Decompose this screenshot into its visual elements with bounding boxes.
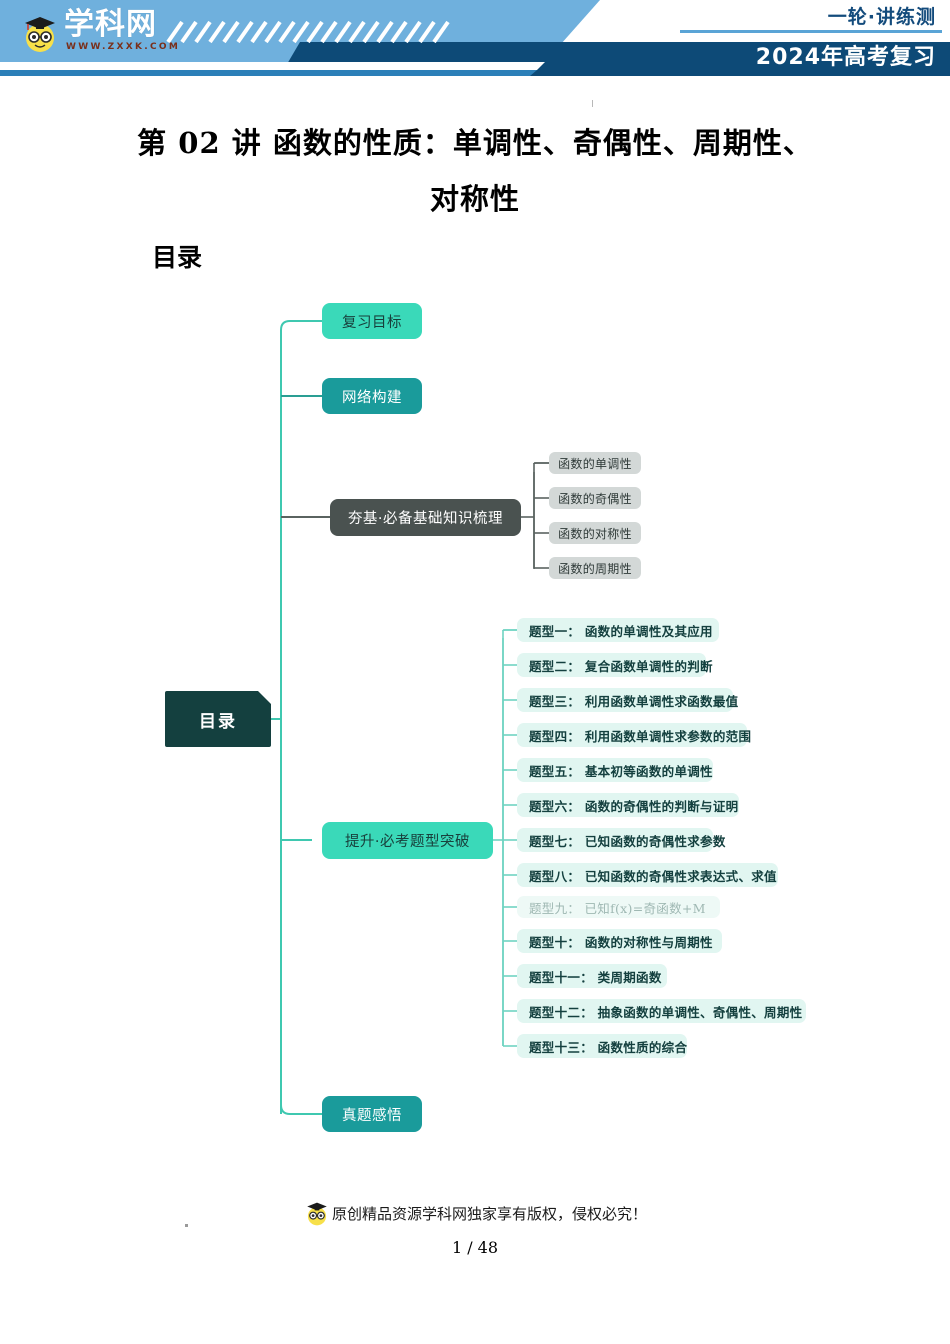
mindmap-leaf-label: 题型四： 利用函数单调性求参数的范围 [529, 728, 752, 744]
mindmap-branch-label: 复习目标 [342, 314, 402, 331]
mindmap-root-label: 目录 [199, 711, 237, 732]
mindmap-leaf-label: 题型二： 复合函数单调性的判断 [529, 658, 713, 674]
page-title: 第 02 讲 函数的性质：单调性、奇偶性、周期性、 对称性 [60, 115, 890, 227]
mindmap-leaf-tixing-13[interactable]: 题型十三： 函数性质的综合 [517, 1034, 687, 1058]
mindmap-leaf-label: 题型六： 函数的奇偶性的判断与证明 [529, 798, 739, 814]
graduate-smiley-icon [25, 17, 55, 52]
toc-heading: 目录 [152, 243, 203, 272]
mindmap-root-node[interactable]: 目录 [165, 691, 271, 747]
mindmap-leaf-hangji-4[interactable]: 函数的周期性 [549, 557, 641, 579]
mindmap-branch-hangji[interactable]: 夯基·必备基础知识梳理 [330, 499, 521, 536]
mindmap-leaf-label: 题型十三： 函数性质的综合 [529, 1039, 688, 1055]
mindmap-branch-wangluo-goujian[interactable]: 网络构建 [322, 378, 422, 414]
site-logo: 学科网 WWW.ZXXK.COM [18, 6, 248, 56]
page-title-line-1: 第 02 讲 函数的性质：单调性、奇偶性、周期性、 [137, 126, 813, 160]
mindmap-leaf-label: 函数的单调性 [558, 456, 632, 471]
site-logo-url: WWW.ZXXK.COM [66, 42, 181, 52]
mindmap-leaf-label: 题型九： 已知f(x)=奇函数+M [529, 900, 706, 916]
mindmap-leaf-tixing-1[interactable]: 题型一： 函数的单调性及其应用 [517, 618, 719, 642]
mindmap-leaf-hangji-2[interactable]: 函数的奇偶性 [549, 487, 641, 509]
header-series-label: 一轮·讲练测 [827, 6, 936, 28]
page-number: 1 / 48 [451, 1238, 499, 1257]
mindmap-leaf-label: 题型七： 已知函数的奇偶性求参数 [529, 833, 726, 849]
mindmap-leaf-hangji-3[interactable]: 函数的对称性 [549, 522, 641, 544]
header-year-label: 2024年高考复习 [755, 45, 936, 70]
site-logo-text: 学科网 [64, 7, 157, 42]
mindmap-leaf-tixing-2[interactable]: 题型二： 复合函数单调性的判断 [517, 653, 713, 677]
mindmap-leaf-label: 题型一： 函数的单调性及其应用 [529, 623, 713, 639]
mindmap-leaf-tixing-7[interactable]: 题型七： 已知函数的奇偶性求参数 [517, 828, 725, 852]
folded-corner-icon [258, 691, 271, 704]
mindmap-leaf-label: 题型十二： 抽象函数的单调性、奇偶性、周期性 [529, 1004, 803, 1020]
stray-mark [185, 1224, 188, 1227]
mindmap-branch-fuxi-mubiao[interactable]: 复习目标 [322, 303, 422, 339]
graduate-smiley-icon [307, 1202, 327, 1226]
mindmap-branch-label: 夯基·必备基础知识梳理 [347, 511, 504, 527]
mindmap-leaf-tixing-8[interactable]: 题型八： 已知函数的奇偶性求表达式、求值 [517, 863, 778, 887]
footer-copyright-text: 原创精品资源学科网独家享有版权，侵权必究！ [331, 1205, 647, 1223]
mindmap-leaf-label: 题型十一： 类周期函数 [529, 969, 662, 985]
mindmap-branch-zhenti-ganwu[interactable]: 真题感悟 [322, 1096, 422, 1132]
mindmap-leaf-tixing-12[interactable]: 题型十二： 抽象函数的单调性、奇偶性、周期性 [517, 999, 806, 1023]
mindmap-leaf-label: 题型八： 已知函数的奇偶性求表达式、求值 [529, 868, 777, 884]
mindmap-leaf-tixing-9[interactable]: 题型九： 已知f(x)=奇函数+M [517, 896, 720, 918]
mindmap-leaf-tixing-11[interactable]: 题型十一： 类周期函数 [517, 964, 667, 988]
mindmap-leaf-tixing-5[interactable]: 题型五： 基本初等函数的单调性 [517, 758, 713, 782]
page-title-line-2: 对称性 [429, 182, 520, 216]
mindmap-leaf-label: 函数的奇偶性 [558, 491, 632, 506]
page-header: 学科网 WWW.ZXXK.COM 一轮·讲练测 2024年高考复习 [0, 0, 950, 76]
mindmap-leaf-label: 函数的对称性 [558, 526, 632, 541]
mindmap-leaf-tixing-10[interactable]: 题型十： 函数的对称性与周期性 [517, 929, 722, 953]
title-cursor-tick [592, 100, 593, 107]
mindmap-leaf-label: 题型三： 利用函数单调性求函数最值 [529, 693, 739, 709]
mindmap-leaf-label: 函数的周期性 [558, 561, 632, 576]
mindmap-branch-tisheng[interactable]: 提升·必考题型突破 [322, 822, 493, 859]
mindmap-branch-label: 真题感悟 [342, 1107, 402, 1124]
mindmap-leaf-tixing-3[interactable]: 题型三： 利用函数单调性求函数最值 [517, 688, 738, 712]
mindmap-leaf-label: 题型五： 基本初等函数的单调性 [529, 763, 713, 779]
mindmap-branch-label: 网络构建 [342, 389, 402, 406]
mindmap-leaf-tixing-6[interactable]: 题型六： 函数的奇偶性的判断与证明 [517, 793, 739, 817]
mindmap-branch-label: 提升·必考题型突破 [344, 834, 471, 850]
mindmap-leaf-label: 题型十： 函数的对称性与周期性 [529, 934, 713, 950]
footer-copyright: 原创精品资源学科网独家享有版权，侵权必究！ [0, 1200, 950, 1226]
header-banner-shapes [0, 0, 950, 76]
mindmap-leaf-tixing-4[interactable]: 题型四： 利用函数单调性求参数的范围 [517, 723, 751, 747]
mindmap-leaf-hangji-1[interactable]: 函数的单调性 [549, 452, 641, 474]
